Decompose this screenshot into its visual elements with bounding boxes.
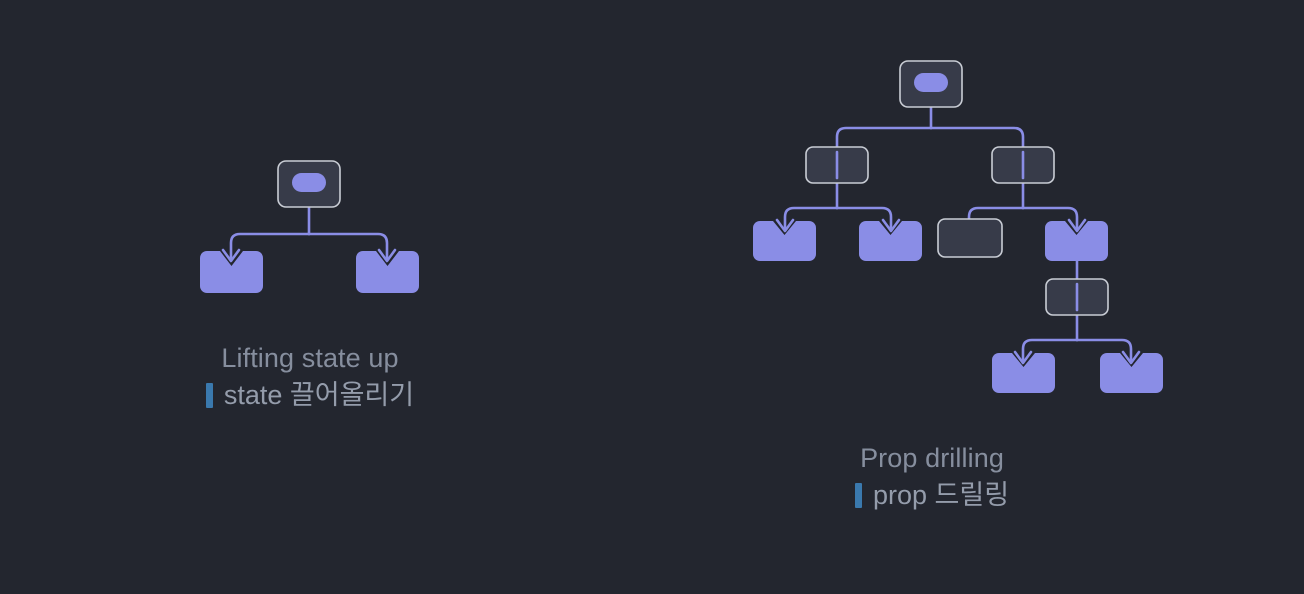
edge-passthrough-right-to-empty-node xyxy=(967,206,1025,222)
edge-passthrough-left-to-leaf-b xyxy=(835,206,893,230)
leaf-node-c[interactable] xyxy=(1045,221,1108,261)
edge-root-to-left-leaf xyxy=(229,232,311,260)
leaf-node-left[interactable] xyxy=(200,251,263,293)
arrowhead-leaf-a xyxy=(775,218,795,233)
caption-title-en: Prop drilling xyxy=(860,443,1004,473)
node-body xyxy=(200,251,263,293)
state-pill-icon xyxy=(292,173,326,192)
edge-passthrough-lower-to-leaf-d xyxy=(1021,338,1079,362)
leaf-node-b[interactable] xyxy=(859,221,922,261)
edge-passthrough-lower-to-leaf-e xyxy=(1075,338,1133,362)
root-stateful-node[interactable] xyxy=(899,60,963,108)
arrowhead-leaf-c xyxy=(1067,218,1087,233)
root-stateful-node[interactable] xyxy=(277,160,341,208)
edge-root-to-right-leaf xyxy=(307,232,389,260)
leaf-node-e[interactable] xyxy=(1100,353,1163,393)
caption-title-ko-row: prop 드릴링 xyxy=(742,479,1122,510)
node-body xyxy=(753,221,816,261)
arrowhead-group xyxy=(221,248,397,263)
caption-title-ko: state 끌어올리기 xyxy=(223,379,415,410)
leaf-node-a[interactable] xyxy=(753,221,816,261)
arrowhead-left-leaf xyxy=(221,248,241,263)
prop-drilling-diagram xyxy=(753,60,1163,393)
edge-root-to-passthrough-left xyxy=(835,126,933,149)
passthrough-node-lower[interactable] xyxy=(1045,278,1109,316)
leaf-node-right[interactable] xyxy=(356,251,419,293)
node-body xyxy=(992,353,1055,393)
caption-lifting-state-up: Lifting state up state 끌어올리기 xyxy=(120,344,500,409)
caption-title-ko-row: state 끌어올리기 xyxy=(120,379,500,410)
arrowhead-group xyxy=(775,218,1141,365)
arrowhead-leaf-e xyxy=(1121,350,1141,365)
caption-prop-drilling: Prop drilling prop 드릴링 xyxy=(742,444,1122,509)
caption-title-ko: prop 드릴링 xyxy=(872,479,1010,510)
leaf-node-d[interactable] xyxy=(992,353,1055,393)
accent-bar-marker xyxy=(205,382,213,408)
state-pill-icon xyxy=(914,73,948,92)
arrowhead-leaf-d xyxy=(1013,350,1033,365)
passthrough-node-left[interactable] xyxy=(805,146,869,184)
accent-bar-marker xyxy=(854,482,862,508)
node-body xyxy=(859,221,922,261)
node-body xyxy=(1045,221,1108,261)
caption-title-en: Lifting state up xyxy=(221,343,399,373)
node-body xyxy=(356,251,419,293)
edge-root-to-passthrough-right xyxy=(929,126,1025,149)
arrowhead-leaf-b xyxy=(881,218,901,233)
node-body xyxy=(1100,353,1163,393)
arrowhead-right-leaf xyxy=(377,248,397,263)
edge-passthrough-right-to-leaf-c xyxy=(1021,206,1079,230)
edge-passthrough-left-to-leaf-a xyxy=(783,206,839,230)
passthrough-node-right[interactable] xyxy=(991,146,1055,184)
empty-node[interactable] xyxy=(937,218,1003,258)
lifting-state-up-diagram xyxy=(200,160,419,293)
node-body xyxy=(937,218,1003,258)
